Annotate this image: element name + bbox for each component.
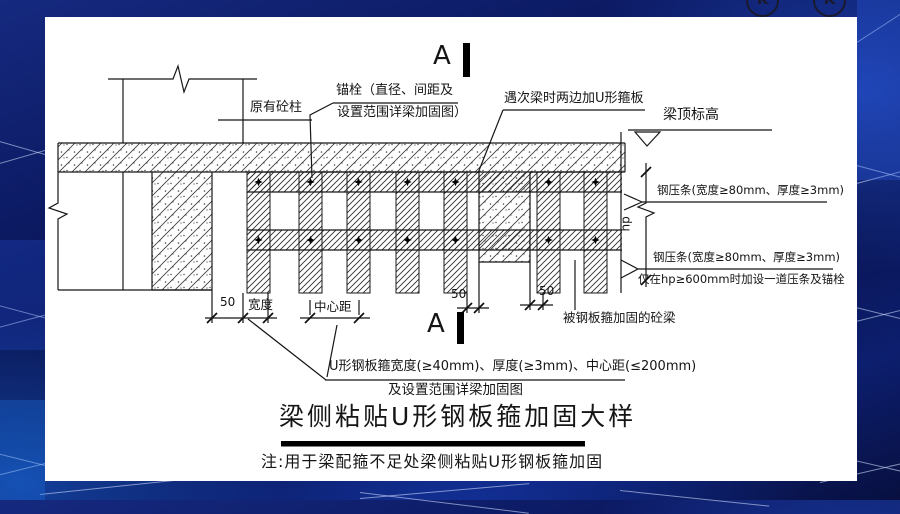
secondary-beam-note: 遇次梁时两边加U形箍板 bbox=[504, 91, 644, 106]
dim-50-mid: 50 bbox=[451, 287, 467, 301]
section-cut-bar-top bbox=[463, 43, 470, 77]
steel-pressure-strip-lower bbox=[247, 230, 622, 250]
drawing-title: 梁侧粘贴U形钢板箍加固大样 bbox=[279, 402, 637, 431]
steel-pressure-strip-upper bbox=[247, 172, 622, 192]
drawing-lines bbox=[47, 63, 833, 381]
section-marker-bottom: A bbox=[427, 309, 445, 339]
watermark-circle-k: K bbox=[746, 0, 779, 17]
u-plate-note: U形钢板箍宽度(≥40mm)、厚度(≥3mm)、中心距(≤200mm) bbox=[329, 359, 697, 374]
u-plate-note-line2: 及设置范围详梁加固图 bbox=[388, 382, 523, 398]
center-distance-dim-label: 中心距 bbox=[314, 299, 352, 314]
anchor-note-line2: 设置范围详梁加固图） bbox=[337, 105, 468, 120]
original-column-label: 原有砼柱 bbox=[250, 100, 303, 115]
title-underline bbox=[281, 441, 585, 447]
steel-strip-lower-label: 钢压条(宽度≥80mm、厚度≥3mm) bbox=[653, 250, 841, 264]
drawing-panel: 原有砼柱 锚栓（直径、间距及 设置范围详梁加固图） 遇次梁时两边加U形箍板 梁顶… bbox=[45, 17, 857, 481]
beam-reinforcement-drawing bbox=[47, 43, 833, 447]
drawing-note: 注:用于梁配箍不足处梁侧粘贴U形钢板箍加固 bbox=[261, 452, 604, 471]
concrete-slab bbox=[58, 143, 625, 172]
left-beam-drop bbox=[152, 172, 212, 290]
dim-50-left: 50 bbox=[220, 295, 236, 309]
steel-strip-upper-label: 钢压条(宽度≥80mm、厚度≥3mm) bbox=[657, 183, 845, 197]
width-dim-label: 宽度 bbox=[248, 297, 274, 312]
reinforced-beam-label: 被钢板箍加固的砼梁 bbox=[563, 310, 676, 325]
watermark-circle-k: K bbox=[813, 0, 846, 17]
section-cut-bar-bottom bbox=[457, 312, 464, 344]
section-marker-top: A bbox=[433, 41, 451, 71]
strip-condition-note: 仅在hp≥600mm时加设一道压条及锚栓 bbox=[638, 272, 845, 286]
anchor-note-line1: 锚栓（直径、间距及 bbox=[336, 83, 454, 98]
dim-50-right: 50 bbox=[539, 284, 555, 298]
hp-dimension-label: hp bbox=[618, 216, 633, 232]
beam-top-elevation-label: 梁顶标高 bbox=[663, 107, 719, 123]
